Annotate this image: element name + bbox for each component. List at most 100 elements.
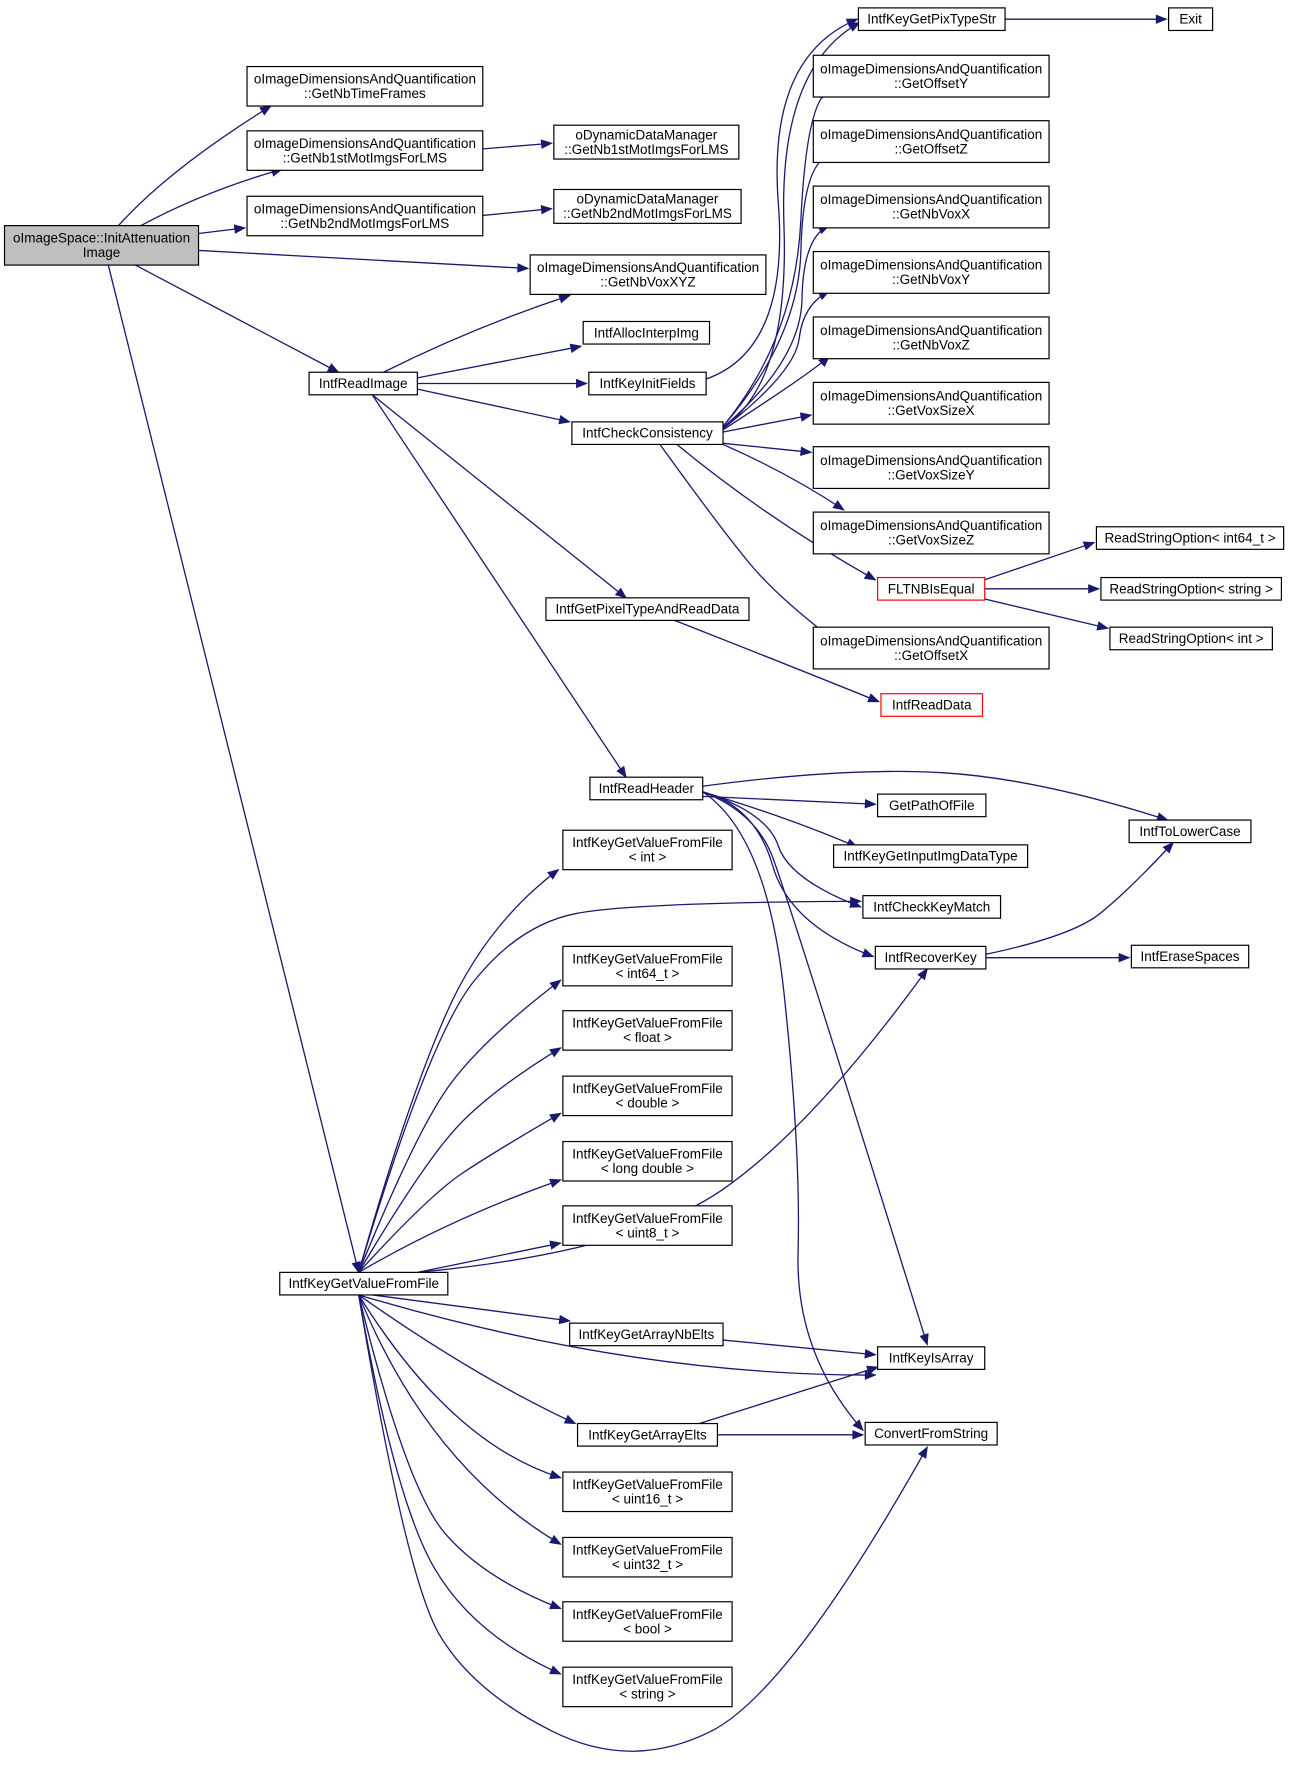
node-box[interactable] — [812, 446, 1050, 490]
node-box[interactable] — [588, 371, 707, 396]
node-arrelts[interactable]: IntfKeyGetArrayElts — [576, 1422, 719, 1447]
node-box[interactable] — [812, 185, 1050, 229]
node-kv_u16[interactable]: IntfKeyGetValueFromFile< uint16_t > — [562, 1471, 733, 1513]
node-box[interactable] — [876, 576, 986, 601]
node-box[interactable] — [562, 1140, 733, 1182]
node-box[interactable] — [812, 381, 1050, 425]
node-box[interactable] — [562, 1471, 733, 1513]
node-box[interactable] — [562, 1601, 733, 1642]
node-box[interactable] — [864, 1421, 998, 1446]
node-box[interactable] — [576, 1422, 719, 1447]
node-kv_flt[interactable]: IntfKeyGetValueFromFile< float > — [562, 1010, 733, 1051]
node-box[interactable] — [812, 626, 1050, 670]
node-gnb2q[interactable]: oImageDimensionsAndQuantification::GetNb… — [246, 195, 484, 237]
node-alloc[interactable]: IntfAllocInterpImg — [582, 320, 711, 345]
node-box[interactable] — [832, 844, 1029, 869]
node-keymatch[interactable]: IntfCheckKeyMatch — [862, 895, 1002, 919]
node-box[interactable] — [876, 1346, 986, 1370]
node-box[interactable] — [857, 7, 1006, 32]
node-arrnb[interactable]: IntfKeyGetArrayNbElts — [569, 1322, 724, 1347]
node-gnbtf[interactable]: oImageDimensionsAndQuantification::GetNb… — [246, 65, 484, 107]
node-recoverkey[interactable]: IntfRecoverKey — [874, 945, 987, 970]
node-box[interactable] — [562, 1075, 733, 1117]
node-box[interactable] — [246, 130, 484, 171]
node-box[interactable] — [562, 1666, 733, 1708]
node-kv_dbl[interactable]: IntfKeyGetValueFromFile< double > — [562, 1075, 733, 1117]
node-box[interactable] — [1168, 7, 1214, 32]
node-box[interactable] — [571, 421, 724, 446]
node-box[interactable] — [569, 1322, 724, 1347]
node-box[interactable] — [874, 945, 987, 970]
node-box[interactable] — [246, 65, 484, 107]
node-isarray[interactable]: IntfKeyIsArray — [876, 1346, 986, 1370]
node-dd2[interactable]: oDynamicDataManager::GetNb2ndMotImgsForL… — [553, 188, 742, 224]
node-box[interactable] — [562, 829, 733, 871]
node-box[interactable] — [589, 776, 704, 801]
node-getpath[interactable]: GetPathOfFile — [876, 793, 987, 818]
node-box[interactable] — [1100, 576, 1283, 601]
node-box[interactable] — [812, 316, 1050, 360]
node-keyinit[interactable]: IntfKeyInitFields — [588, 371, 707, 396]
node-pixtype[interactable]: IntfKeyGetPixTypeStr — [857, 7, 1006, 32]
node-readimage[interactable]: IntfReadImage — [308, 371, 418, 396]
node-box[interactable] — [1095, 526, 1285, 550]
node-check[interactable]: IntfCheckConsistency — [571, 421, 724, 446]
node-goz[interactable]: oImageDimensionsAndQuantification::GetOf… — [812, 120, 1050, 164]
node-gox[interactable]: oImageDimensionsAndQuantification::GetOf… — [812, 626, 1050, 670]
node-box[interactable] — [812, 54, 1050, 98]
node-box[interactable] — [562, 1205, 733, 1246]
node-inputtype[interactable]: IntfKeyGetInputImgDataType — [832, 844, 1029, 869]
node-convert[interactable]: ConvertFromString — [864, 1421, 998, 1446]
node-kv_ldbl[interactable]: IntfKeyGetValueFromFile< long double > — [562, 1140, 733, 1182]
node-gnvz[interactable]: oImageDimensionsAndQuantification::GetNb… — [812, 316, 1050, 360]
node-box[interactable] — [1130, 944, 1250, 969]
node-getpix[interactable]: IntfGetPixelTypeAndReadData — [545, 597, 750, 622]
node-readdata[interactable]: IntfReadData — [880, 693, 984, 717]
node-box[interactable] — [308, 371, 418, 396]
node-box[interactable] — [812, 120, 1050, 164]
node-gvsz[interactable]: oImageDimensionsAndQuantification::GetVo… — [812, 511, 1050, 555]
node-box[interactable] — [553, 188, 742, 224]
node-gnvx[interactable]: oImageDimensionsAndQuantification::GetNb… — [812, 185, 1050, 229]
node-box[interactable] — [545, 597, 750, 622]
node-box[interactable] — [246, 195, 484, 237]
node-kv_str[interactable]: IntfKeyGetValueFromFile< string > — [562, 1666, 733, 1708]
node-rso64[interactable]: ReadStringOption< int64_t > — [1095, 526, 1285, 550]
node-gnb1q[interactable]: oImageDimensionsAndQuantification::GetNb… — [246, 130, 484, 171]
node-box[interactable] — [562, 945, 733, 987]
node-box[interactable] — [553, 124, 740, 160]
node-box[interactable] — [1109, 626, 1273, 651]
node-dd1[interactable]: oDynamicDataManager::GetNb1stMotImgsForL… — [553, 124, 740, 160]
node-gvsy[interactable]: oImageDimensionsAndQuantification::GetVo… — [812, 446, 1050, 490]
node-kv_u32[interactable]: IntfKeyGetValueFromFile< uint32_t > — [562, 1536, 733, 1578]
node-box[interactable] — [880, 693, 984, 717]
node-rsoint[interactable]: ReadStringOption< int > — [1109, 626, 1273, 651]
node-kv_i64[interactable]: IntfKeyGetValueFromFile< int64_t > — [562, 945, 733, 987]
node-gnvy[interactable]: oImageDimensionsAndQuantification::GetNb… — [812, 250, 1050, 294]
node-kvfile[interactable]: IntfKeyGetValueFromFile — [279, 1271, 449, 1296]
node-gvsx[interactable]: oImageDimensionsAndQuantification::GetVo… — [812, 381, 1050, 425]
node-box[interactable] — [562, 1536, 733, 1578]
node-kv_int[interactable]: IntfKeyGetValueFromFile< int > — [562, 829, 733, 871]
node-readheader[interactable]: IntfReadHeader — [589, 776, 704, 801]
node-kv_bool[interactable]: IntfKeyGetValueFromFile< bool > — [562, 1601, 733, 1642]
node-kv_u8[interactable]: IntfKeyGetValueFromFile< uint8_t > — [562, 1205, 733, 1246]
node-box[interactable] — [1128, 819, 1252, 844]
node-exit[interactable]: Exit — [1168, 7, 1214, 32]
node-gnbxyz[interactable]: oImageDimensionsAndQuantification::GetNb… — [529, 254, 767, 296]
node-flt[interactable]: FLTNBIsEqual — [876, 576, 986, 601]
node-goy[interactable]: oImageDimensionsAndQuantification::GetOf… — [812, 54, 1050, 98]
node-box[interactable] — [862, 895, 1002, 919]
node-box[interactable] — [562, 1010, 733, 1051]
node-box[interactable] — [876, 793, 987, 818]
node-box[interactable] — [582, 320, 711, 345]
node-box[interactable] — [529, 254, 767, 296]
node-box[interactable] — [812, 250, 1050, 294]
node-box[interactable] — [279, 1271, 449, 1296]
node-tolower[interactable]: IntfToLowerCase — [1128, 819, 1252, 844]
node-erase[interactable]: IntfEraseSpaces — [1130, 944, 1250, 969]
node-box[interactable] — [812, 511, 1050, 555]
node-rsostr[interactable]: ReadStringOption< string > — [1100, 576, 1283, 601]
node-box[interactable] — [3, 225, 200, 266]
